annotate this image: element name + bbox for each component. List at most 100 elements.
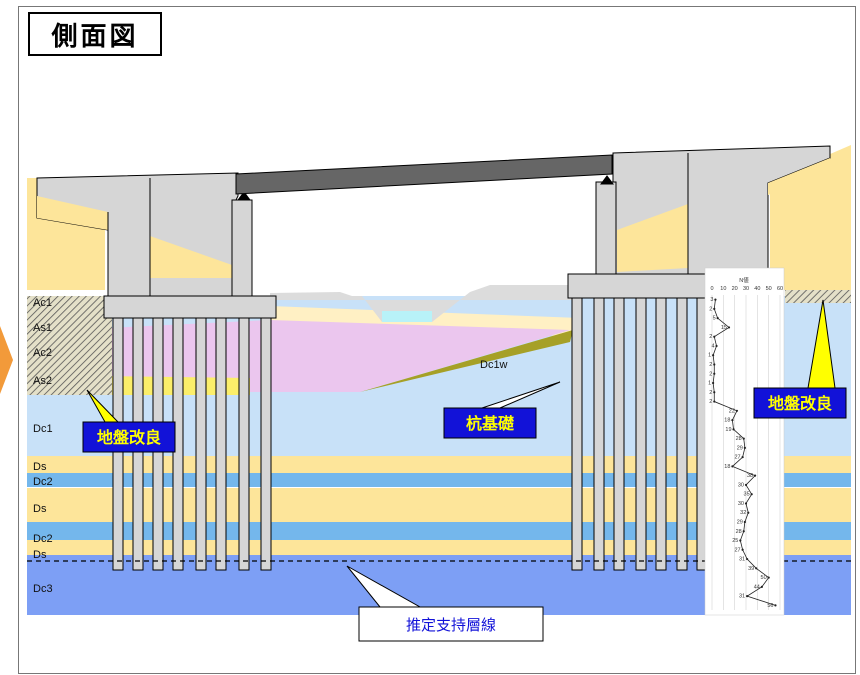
n-value-label: 2: [709, 371, 712, 377]
n-value-label: 2: [709, 362, 712, 368]
n-value-label: 15: [721, 325, 727, 331]
n-value-label: 29: [737, 519, 743, 525]
layer-label: Ds: [33, 461, 47, 473]
n-value-label: 27: [734, 455, 740, 461]
n-value-point: [760, 585, 763, 588]
n-value-label: 5: [713, 316, 716, 322]
n-value-points: 3251524122122221819282927183830353032292…: [708, 297, 777, 609]
n-value-line: [712, 299, 776, 606]
svg-text:杭基礎: 杭基礎: [466, 414, 515, 433]
n-value-point: [741, 548, 744, 551]
n-value-point: [732, 428, 735, 431]
n-value-label: 4: [711, 343, 714, 349]
n-value-label: 29: [737, 445, 743, 451]
n-value-label: 38: [747, 473, 753, 479]
n-axis-tick-label: 40: [754, 286, 760, 292]
n-value-point: [735, 409, 739, 412]
callout-ground-improvement-left: 地盤改良: [82, 389, 176, 453]
n-value-point: [767, 576, 770, 579]
n-axis-tick-label: 60: [777, 286, 783, 292]
n-value-label: 3: [710, 297, 713, 303]
page-title: 側面図: [28, 12, 162, 56]
n-value-point: [713, 372, 716, 375]
callout-ground-improvement-right: 地盤改良: [753, 299, 847, 419]
n-value-label: 2: [709, 306, 712, 312]
n-value-point: [741, 456, 744, 459]
n-value-point: [747, 511, 750, 514]
n-value-point: [712, 354, 715, 357]
n-value-label: 44: [754, 584, 760, 590]
dc1w-label: Dc1w: [480, 359, 508, 371]
ground-surface: [270, 285, 575, 322]
right-piles: [571, 297, 708, 571]
left-arrow: [0, 326, 13, 394]
layer-label: Dc2: [33, 533, 53, 545]
n-axis-tick-label: 20: [732, 286, 738, 292]
callout-pile-foundation: 杭基礎: [443, 381, 561, 439]
n-value-label: 56: [767, 603, 773, 609]
n-axis-tick-label: 0: [710, 286, 713, 292]
layer-label: As2: [33, 375, 52, 387]
n-value-point: [716, 317, 719, 320]
n-value-point: [746, 595, 749, 598]
n-value-point: [742, 437, 745, 440]
n-value-label: 18: [724, 418, 730, 424]
n-value-label: 31: [739, 594, 745, 600]
callout-bearing-layer-line: 推定支持層線: [346, 565, 544, 642]
n-value-label: 32: [740, 510, 746, 516]
n-value-point: [744, 502, 748, 505]
n-value-point: [743, 446, 746, 449]
left-abutment: [36, 172, 277, 319]
layer-label: Dc1: [33, 423, 53, 435]
svg-text:推定支持層線: 推定支持層線: [406, 616, 496, 634]
n-value-point: [727, 326, 731, 329]
n-value-point: [715, 344, 718, 348]
n-value-label: 28: [736, 529, 742, 535]
n-value-label: 18: [724, 464, 730, 470]
n-value-point: [742, 530, 745, 533]
layer-label: As1: [33, 322, 52, 334]
n-value-point: [713, 335, 716, 338]
layer-label: Ds: [33, 549, 47, 561]
diagram-frame: [18, 6, 856, 674]
n-value-label: 25: [732, 538, 738, 544]
n-value-point: [712, 381, 715, 385]
n-value-label: 2: [709, 390, 712, 396]
n-value-label: 2: [709, 399, 712, 405]
right-abutment: [567, 145, 831, 299]
n-axis-tick-label: 30: [743, 286, 749, 292]
svg-text:地盤改良: 地盤改良: [768, 394, 832, 413]
bridge-girder: [235, 154, 613, 195]
n-value-point: [739, 539, 742, 542]
n-value-point: [753, 474, 757, 477]
n-value-point: [731, 418, 734, 422]
n-value-label: 19: [725, 427, 731, 433]
layer-label: Ac2: [33, 347, 52, 359]
n-value-point: [743, 520, 746, 524]
n-value-point: [750, 493, 753, 496]
n-axis-tick-label: 50: [766, 286, 772, 292]
n-value-point: [731, 465, 734, 468]
layer-label: Dc2: [33, 476, 53, 488]
n-value-label: 30: [738, 482, 744, 488]
n-value-label: 2: [709, 334, 712, 340]
layer-label: Ds: [33, 503, 47, 515]
n-value-point: [713, 391, 716, 394]
n-value-point: [714, 298, 717, 301]
n-value-label: 1: [708, 381, 711, 387]
n-value-point: [746, 557, 749, 561]
n-value-label: 39: [748, 566, 754, 572]
n-value-label: 22: [729, 408, 735, 414]
n-value-point: [713, 363, 716, 366]
layer-labels: Ac1 As1 Ac2 As2 Dc1 Ds Dc2 Ds Dc2 Ds Dc3…: [33, 297, 508, 595]
n-value-point: [744, 483, 748, 487]
layer-label: Ac1: [33, 297, 52, 309]
n-value-label: 35: [744, 492, 750, 498]
layer-label: Dc3: [33, 583, 53, 595]
n-value-label: 28: [736, 436, 742, 442]
n-value-point: [713, 307, 716, 310]
n-value-label: 27: [734, 547, 740, 553]
n-value-point: [713, 400, 716, 403]
